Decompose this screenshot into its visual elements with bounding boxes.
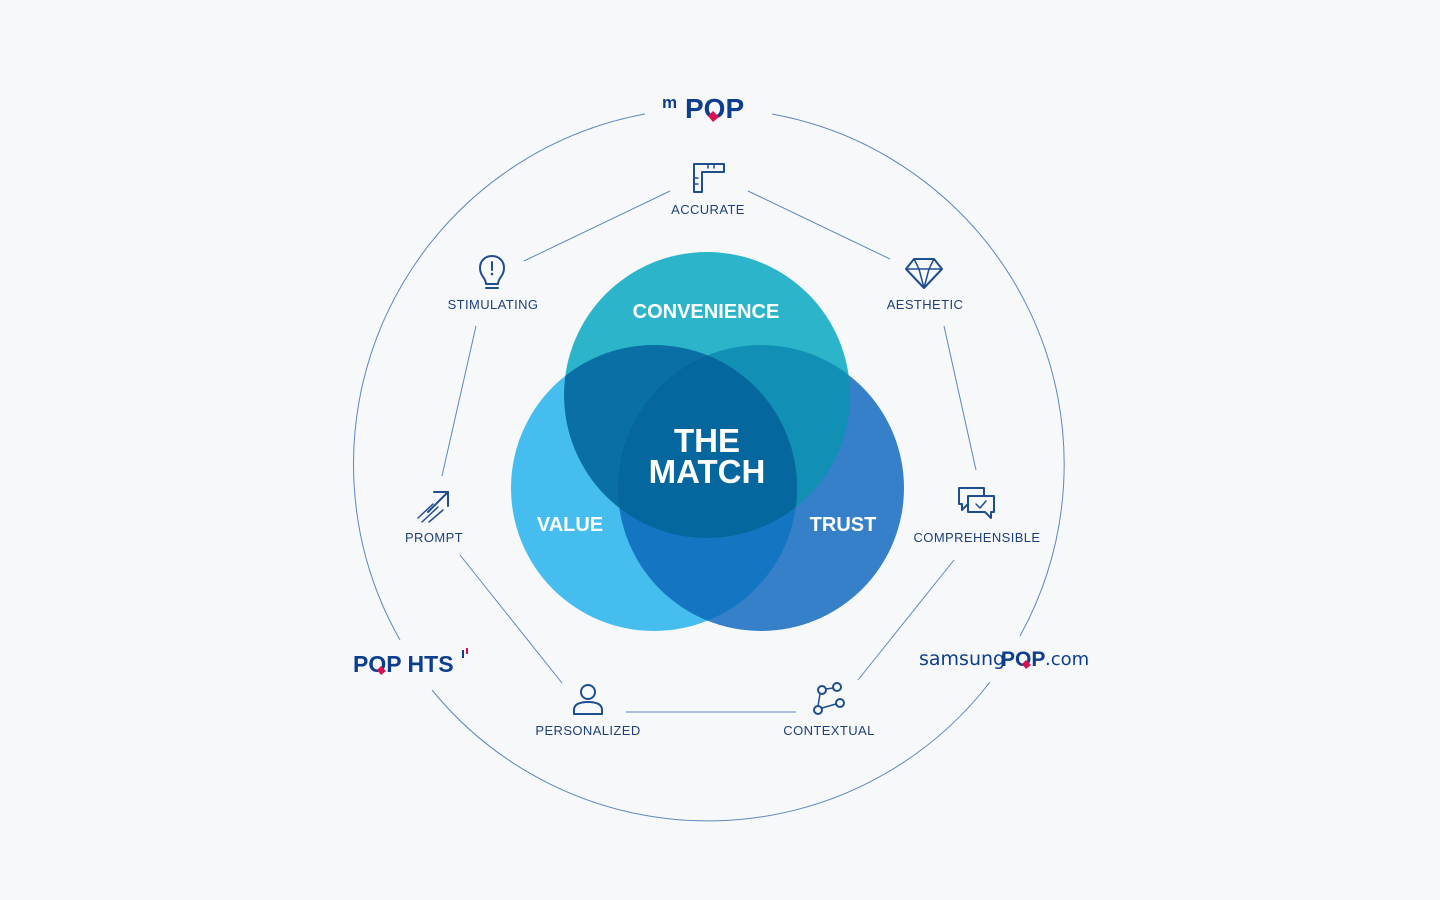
connector-lines <box>441 190 977 713</box>
attribute-stimulating: STIMULATING <box>448 255 539 312</box>
venn-label-convenience: CONVENIENCE <box>633 301 780 323</box>
diamond-icon <box>905 258 943 289</box>
pophts-accent-mark <box>377 666 386 675</box>
attribute-prompt: PROMPT <box>405 491 463 545</box>
attribute-label-comprehensible: COMPREHENSIBLE <box>914 530 1041 545</box>
samsungpop-accent-mark <box>1022 660 1031 669</box>
attribute-label-contextual: CONTEXTUAL <box>783 723 874 738</box>
attribute-label-aesthetic: AESTHETIC <box>887 297 964 312</box>
attribute-comprehensible: COMPREHENSIBLE <box>914 487 1041 545</box>
samsungpop-prefix: samsung <box>919 648 1005 670</box>
samsungpop-main: POP <box>1001 648 1045 671</box>
attribute-label-personalized: PERSONALIZED <box>535 723 640 738</box>
venn-center-line2: MATCH <box>649 453 766 490</box>
brand-logo-pop-hts: POP HTS <box>353 648 468 677</box>
ruler-square-icon <box>693 163 725 193</box>
attribute-label-accurate: ACCURATE <box>671 202 745 217</box>
venn-label-trust: TRUST <box>810 514 877 536</box>
brand-logo-samsungpop: samsung POP .com <box>919 648 1089 671</box>
lightbulb-icon <box>479 255 505 289</box>
samsungpop-suffix: .com <box>1045 649 1089 670</box>
venn-center-line1: THE <box>674 422 740 459</box>
attribute-label-prompt: PROMPT <box>405 530 463 545</box>
outer-ring <box>353 113 1065 822</box>
attribute-label-stimulating: STIMULATING <box>448 297 539 312</box>
attribute-aesthetic: AESTHETIC <box>887 258 964 312</box>
attribute-personalized: PERSONALIZED <box>535 684 640 738</box>
venn-diagram: CONVENIENCE VALUE TRUST THE MATCH <box>511 252 904 631</box>
chat-bubbles-icon <box>958 487 995 519</box>
attribute-accurate: ACCURATE <box>671 163 745 217</box>
pophts-main: POP HTS <box>353 651 454 677</box>
venn-label-value: VALUE <box>537 514 603 536</box>
mpop-accent-mark <box>708 111 719 122</box>
brand-logo-mpop: m POP <box>662 93 744 124</box>
network-nodes-icon <box>813 682 845 715</box>
attribute-contextual: CONTEXTUAL <box>783 682 874 738</box>
user-icon <box>573 684 603 715</box>
mpop-prefix: m <box>662 93 677 112</box>
arrow-up-right-icon <box>417 491 449 523</box>
